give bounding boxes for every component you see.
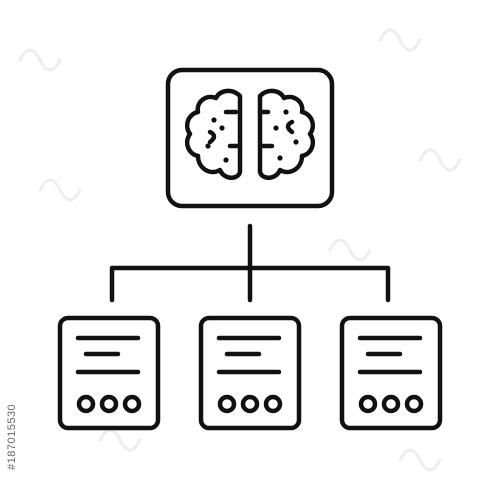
- hierarchy-connectors: [109, 223, 391, 303]
- document-card-3: [339, 315, 443, 431]
- stock-id-label: #187015530: [6, 403, 18, 470]
- document-card-1: [57, 315, 161, 431]
- document-card-2: [198, 315, 302, 431]
- brain-frame: [165, 67, 335, 209]
- brain-node: [165, 67, 335, 209]
- watermark: [18, 28, 462, 472]
- brain-icon: [185, 88, 315, 180]
